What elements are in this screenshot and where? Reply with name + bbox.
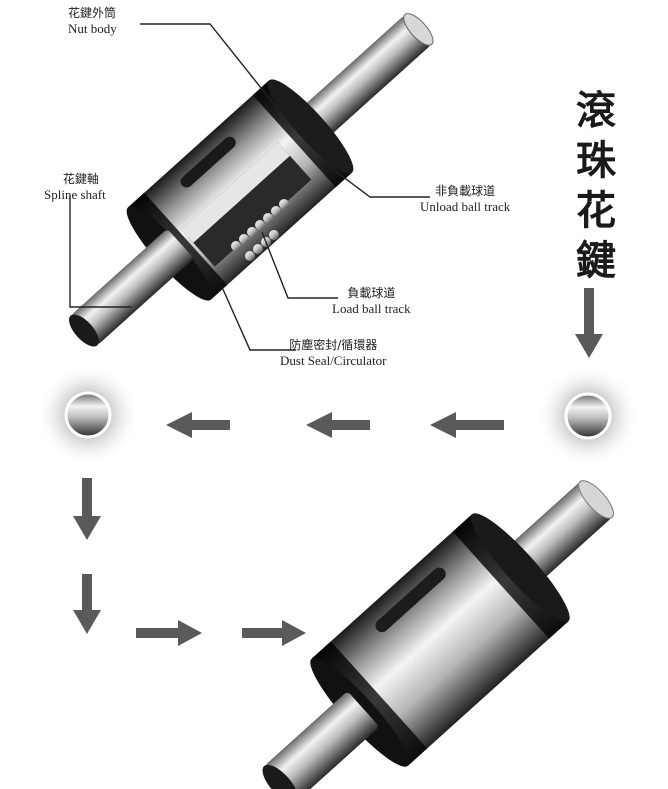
load-ball-track-balls xyxy=(231,199,289,261)
arrow-right-2 xyxy=(242,620,306,646)
arrow-down-2 xyxy=(73,574,101,634)
leader-load-track xyxy=(261,231,338,299)
label-unload-track-en: Unload ball track xyxy=(420,199,511,214)
label-spline-shaft-en: Spline shaft xyxy=(44,187,106,202)
label-load-track-en: Load ball track xyxy=(332,301,411,316)
title-char-3: 花 xyxy=(576,188,616,234)
arrow-down-1 xyxy=(73,478,101,540)
leader-spline-shaft xyxy=(69,195,132,308)
title-char-2: 珠 xyxy=(576,138,616,184)
label-unload-track-zh: 非負載球道 xyxy=(435,184,496,198)
label-load-track-zh: 負載球道 xyxy=(347,286,396,300)
complete-assembly xyxy=(262,480,614,789)
arrow-right-1 xyxy=(136,620,202,646)
label-spline-shaft-zh: 花鍵軸 xyxy=(62,172,99,186)
product-title: 滾 珠 花 鍵 xyxy=(566,86,626,286)
leader-nut-body xyxy=(140,23,286,119)
label-seal-en: Dust Seal/Circulator xyxy=(280,353,387,368)
label-seal: 防塵密封/循環器 Dust Seal/Circulator xyxy=(280,338,387,369)
title-char-4: 鍵 xyxy=(576,238,616,284)
leader-unload-track xyxy=(317,157,430,198)
label-nut-body-zh: 花鍵外筒 xyxy=(68,6,117,20)
arrow-left-2 xyxy=(306,412,370,438)
label-load-track: 負載球道 Load ball track xyxy=(332,286,411,317)
title-char-1: 滾 xyxy=(576,88,616,134)
label-spline-shaft: 花鍵軸 Spline shaft xyxy=(44,172,106,203)
arrow-left-3 xyxy=(166,412,230,438)
shaft-end-left xyxy=(36,363,140,467)
shaft-end-right xyxy=(536,364,640,468)
flow-arrows xyxy=(73,288,603,646)
label-unload-track: 非負載球道 Unload ball track xyxy=(420,184,510,215)
leader-seal xyxy=(221,286,296,351)
label-seal-zh: 防塵密封/循環器 xyxy=(289,338,378,352)
arrow-down-title xyxy=(575,288,603,358)
label-nut-body-en: Nut body xyxy=(68,21,117,36)
label-nut-body: 花鍵外筒 Nut body xyxy=(68,6,117,37)
cutaway-assembly xyxy=(68,13,434,347)
leader-lines xyxy=(69,23,430,351)
arrow-left-1 xyxy=(430,412,504,438)
